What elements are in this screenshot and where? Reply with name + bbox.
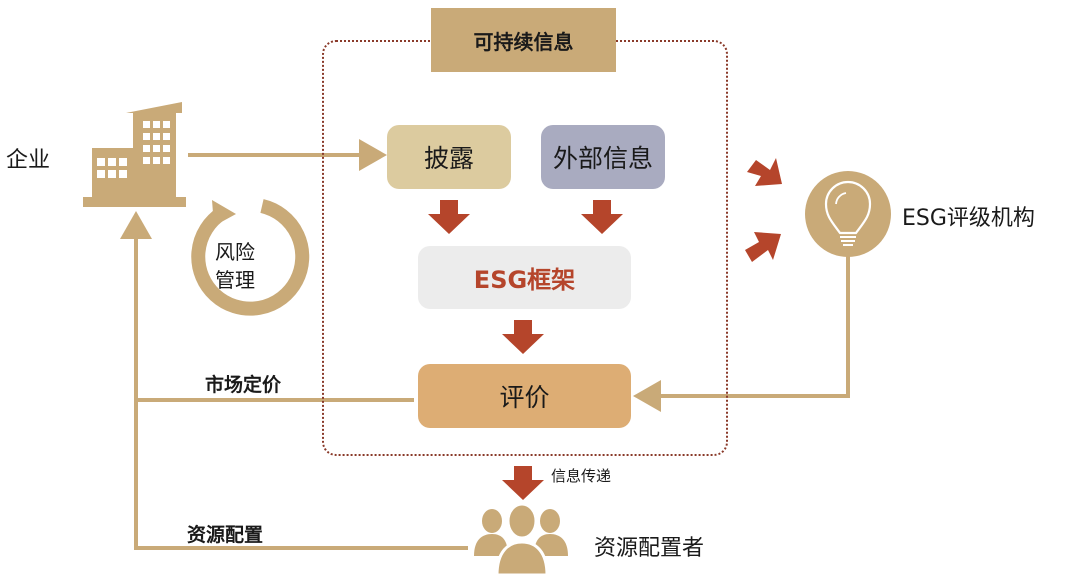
- lightbulb-icon: [805, 171, 891, 257]
- building-icon: [83, 102, 186, 207]
- label-resource-allocation: 资源配置: [187, 524, 264, 546]
- node-evaluation: 评价: [418, 364, 631, 428]
- arrow-disclosure-to-framework: [428, 200, 470, 234]
- label-market-pricing: 市场定价: [205, 374, 282, 396]
- arrow-framework-to-evaluation: [502, 320, 544, 354]
- label-resource-allocator: 资源配置者: [594, 536, 705, 561]
- arrow-info-transfer: [502, 466, 544, 500]
- node-external-info: 外部信息: [541, 125, 665, 189]
- node-esg-framework: ESG框架: [418, 246, 631, 309]
- arrow-external-to-framework: [581, 200, 623, 234]
- label-risk-management-line2: 管理: [215, 268, 255, 292]
- arrow-to-agency-upper: [747, 158, 782, 186]
- label-enterprise: 企业: [6, 148, 51, 173]
- label-risk-management-line1: 风险: [215, 240, 255, 264]
- sustainable-info-title: 可持续信息: [431, 8, 616, 72]
- label-esg-rating-agency: ESG评级机构: [902, 206, 1035, 231]
- label-info-transfer: 信息传递: [551, 467, 612, 485]
- people-group-icon: [474, 502, 568, 577]
- edge-allocator-to-enterprise: [120, 211, 468, 550]
- cycle-arrow-icon: [191, 199, 310, 316]
- arrow-to-agency-lower: [745, 232, 781, 262]
- node-disclosure: 披露: [387, 125, 511, 189]
- edge-agency-to-evaluation: [633, 255, 850, 412]
